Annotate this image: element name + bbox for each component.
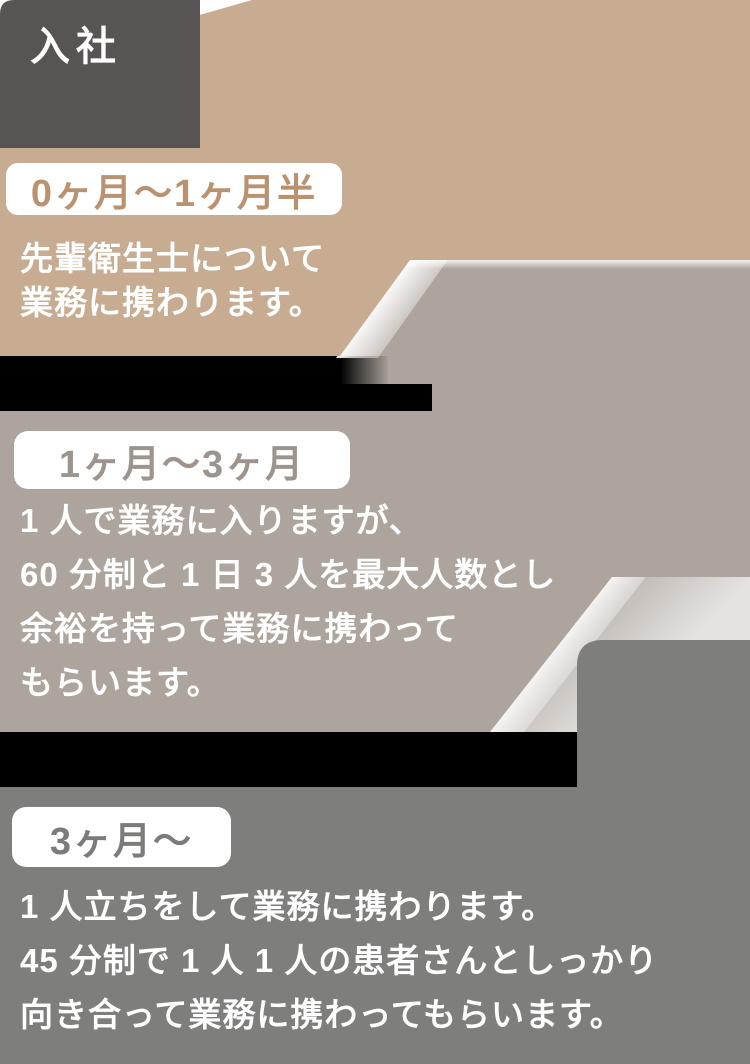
section2-description: 1 人で業務に入りますが、 60 分制と 1 日 3 人を最大人数とし 余裕を持… (20, 494, 556, 710)
period-label-text: 1ヶ月〜3ヶ月 (58, 443, 306, 486)
section3-sheet (0, 640, 750, 1064)
description-line: 1 人で業務に入りますが、 (20, 502, 423, 539)
gap-bar-1-upper (0, 356, 342, 384)
diagonal-glow-1 (336, 254, 452, 358)
period-label-text: 3ヶ月〜 (49, 820, 194, 863)
description-line: 向き合って業務に携わってもらいます。 (20, 996, 624, 1033)
description-line: 1 人立ちをして業務に携わります。 (20, 888, 556, 925)
section3-description: 1 人立ちをして業務に携わります。 45 分制で 1 人 1 人の患者さんとしっ… (20, 880, 658, 1042)
period-label-3-months-plus: 3ヶ月〜 (12, 807, 231, 867)
period-label-text: 0ヶ月〜1ヶ月半 (30, 172, 318, 215)
period-label-1-3-months: 1ヶ月〜3ヶ月 (14, 431, 350, 489)
gap-bar-1-fade (340, 356, 388, 384)
section1-description: 先輩衛生士について 業務に携わります。 (20, 237, 325, 325)
gap-bar-1-lower (0, 384, 432, 411)
gap-glow-2 (490, 577, 750, 732)
description-line: 先輩衛生士について (20, 240, 326, 277)
description-line: 業務に携わります。 (20, 284, 323, 321)
description-line: もらいます。 (20, 664, 221, 701)
edge-glow-1 (404, 260, 750, 269)
description-line: 60 分制と 1 日 3 人を最大人数とし (20, 556, 557, 593)
description-line: 余裕を持って業務に携わって (20, 610, 459, 647)
gap-bar-2 (0, 732, 577, 787)
entry-box (0, 0, 200, 148)
period-label-0-1.5-months: 0ヶ月〜1ヶ月半 (6, 163, 342, 215)
entry-title: 入社 (30, 25, 122, 69)
diagonal-glow-2 (490, 577, 646, 732)
description-line: 45 分制で 1 人 1 人の患者さんとしっかり (20, 942, 659, 979)
